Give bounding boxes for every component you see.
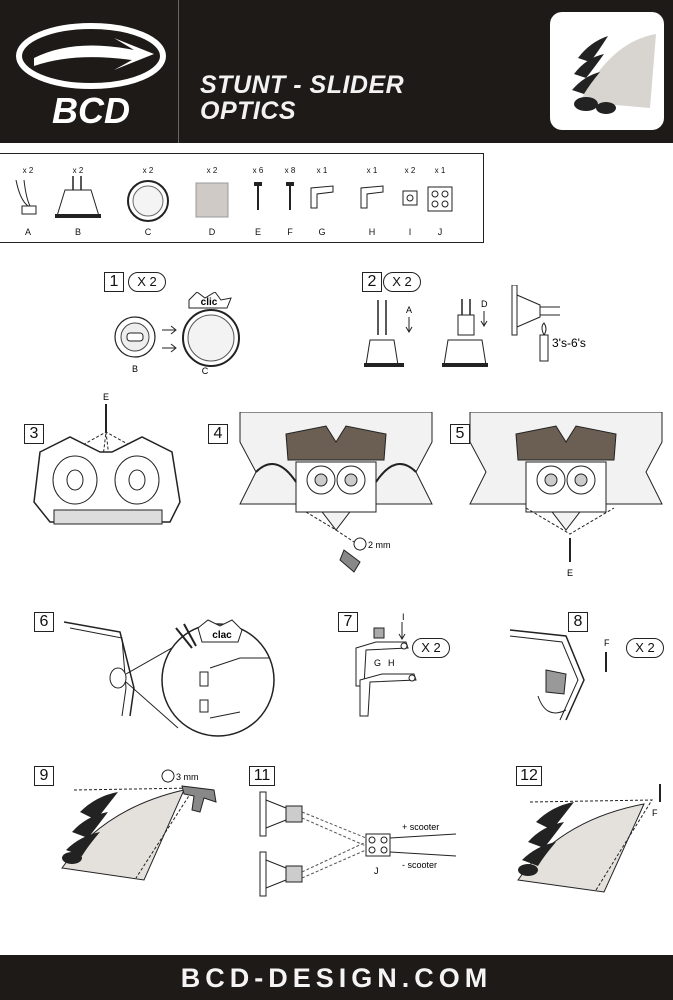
part-label: I [408,227,412,237]
step-3-diagram: E [33,392,181,525]
step-number: 8 [568,612,588,632]
page-title: STUNT - SLIDER OPTICS [200,72,404,124]
part-quantity: x 2 [22,166,34,175]
part-item: x 6 E [238,154,278,242]
step-9-diagram: 3 mm [61,769,217,881]
step-6-diagram: clac [63,619,275,737]
part-item: x 1 H [352,154,392,242]
drill-size-label: 2 mm [368,540,391,550]
quantity-badge: X 2 [626,638,664,658]
step-11-diagram: + scooter - scooter J [259,791,457,897]
step-2-diagram: A D 3's-6's [364,285,586,367]
label-e: E [567,568,573,578]
step-number: 11 [249,766,275,786]
label-j: J [374,866,379,876]
part-item: x 8 F [270,154,310,242]
step-number: 6 [34,612,54,632]
label-e: E [103,392,109,402]
drill-size-label: 3 mm [176,772,199,782]
svg-text:BCD: BCD [52,90,130,130]
title-line-2: OPTICS [200,97,297,125]
part-label: C [144,227,152,237]
step-8-diagram: F [509,629,610,721]
step-1-diagram: clic B C [114,292,240,376]
label-a: A [406,305,412,315]
label-d: D [481,299,488,309]
part-quantity: x 1 [316,166,328,175]
label-i: I [402,612,405,622]
label-h: H [388,658,395,668]
label-c: C [202,366,209,376]
part-quantity: x 6 [252,166,264,175]
part-quantity: x 8 [284,166,296,175]
footer-bar: BCD-DESIGN.COM [0,955,673,1000]
title-line-1: STUNT - SLIDER [200,71,405,99]
part-label: G [318,227,326,237]
step-4-diagram: 2 mm [239,412,433,573]
part-label: H [368,227,376,237]
heat-time-label: 3's-6's [552,336,586,350]
part-quantity: x 2 [142,166,154,175]
label-f: F [652,808,658,818]
part-item: x 2 B [55,154,101,242]
part-quantity: x 2 [72,166,84,175]
minus-scooter-label: - scooter [402,860,437,870]
part-item: x 2 I [390,154,430,242]
step-number: 12 [516,766,542,786]
step-5-diagram: E [469,412,663,578]
step-number: 1 [104,272,124,292]
part-label: F [287,227,293,237]
part-item: x 1 G [302,154,342,242]
part-label: E [254,227,261,237]
bcd-logo: BCD [16,23,166,130]
header-bar: BCD STUNT - SLIDER OPTICS [0,0,673,143]
part-item: x 2 A [8,154,48,242]
part-quantity: x 1 [366,166,378,175]
part-label: A [24,227,31,237]
product-thumbnail [550,12,664,130]
step-number: 4 [208,424,228,444]
part-quantity: x 1 [434,166,446,175]
step-number: 3 [24,424,44,444]
step-number: 7 [338,612,358,632]
part-item: x 2 C [127,154,169,242]
plus-scooter-label: + scooter [402,822,439,832]
part-quantity: x 2 [206,166,218,175]
step-number: 9 [34,766,54,786]
step-7-diagram: I G H [355,612,417,717]
clic-label: clic [201,297,218,308]
quantity-badge: X 2 [128,272,166,292]
header-divider [178,0,179,143]
part-item: x 2 D [192,154,232,242]
quantity-badge: X 2 [383,272,421,292]
step-number: 5 [450,424,470,444]
label-f: F [604,638,610,648]
step-12-diagram: F [517,784,661,893]
step-number: 2 [362,272,382,292]
label-b: B [132,364,138,374]
quantity-badge: X 2 [412,638,450,658]
part-label: D [208,227,216,237]
website-url: BCD-DESIGN.COM [180,963,493,993]
part-label: J [437,227,443,237]
part-label: B [74,227,81,237]
clac-label: clac [212,630,232,641]
part-quantity: x 2 [404,166,416,175]
part-item: x 1 J [420,154,460,242]
label-g: G [374,658,381,668]
